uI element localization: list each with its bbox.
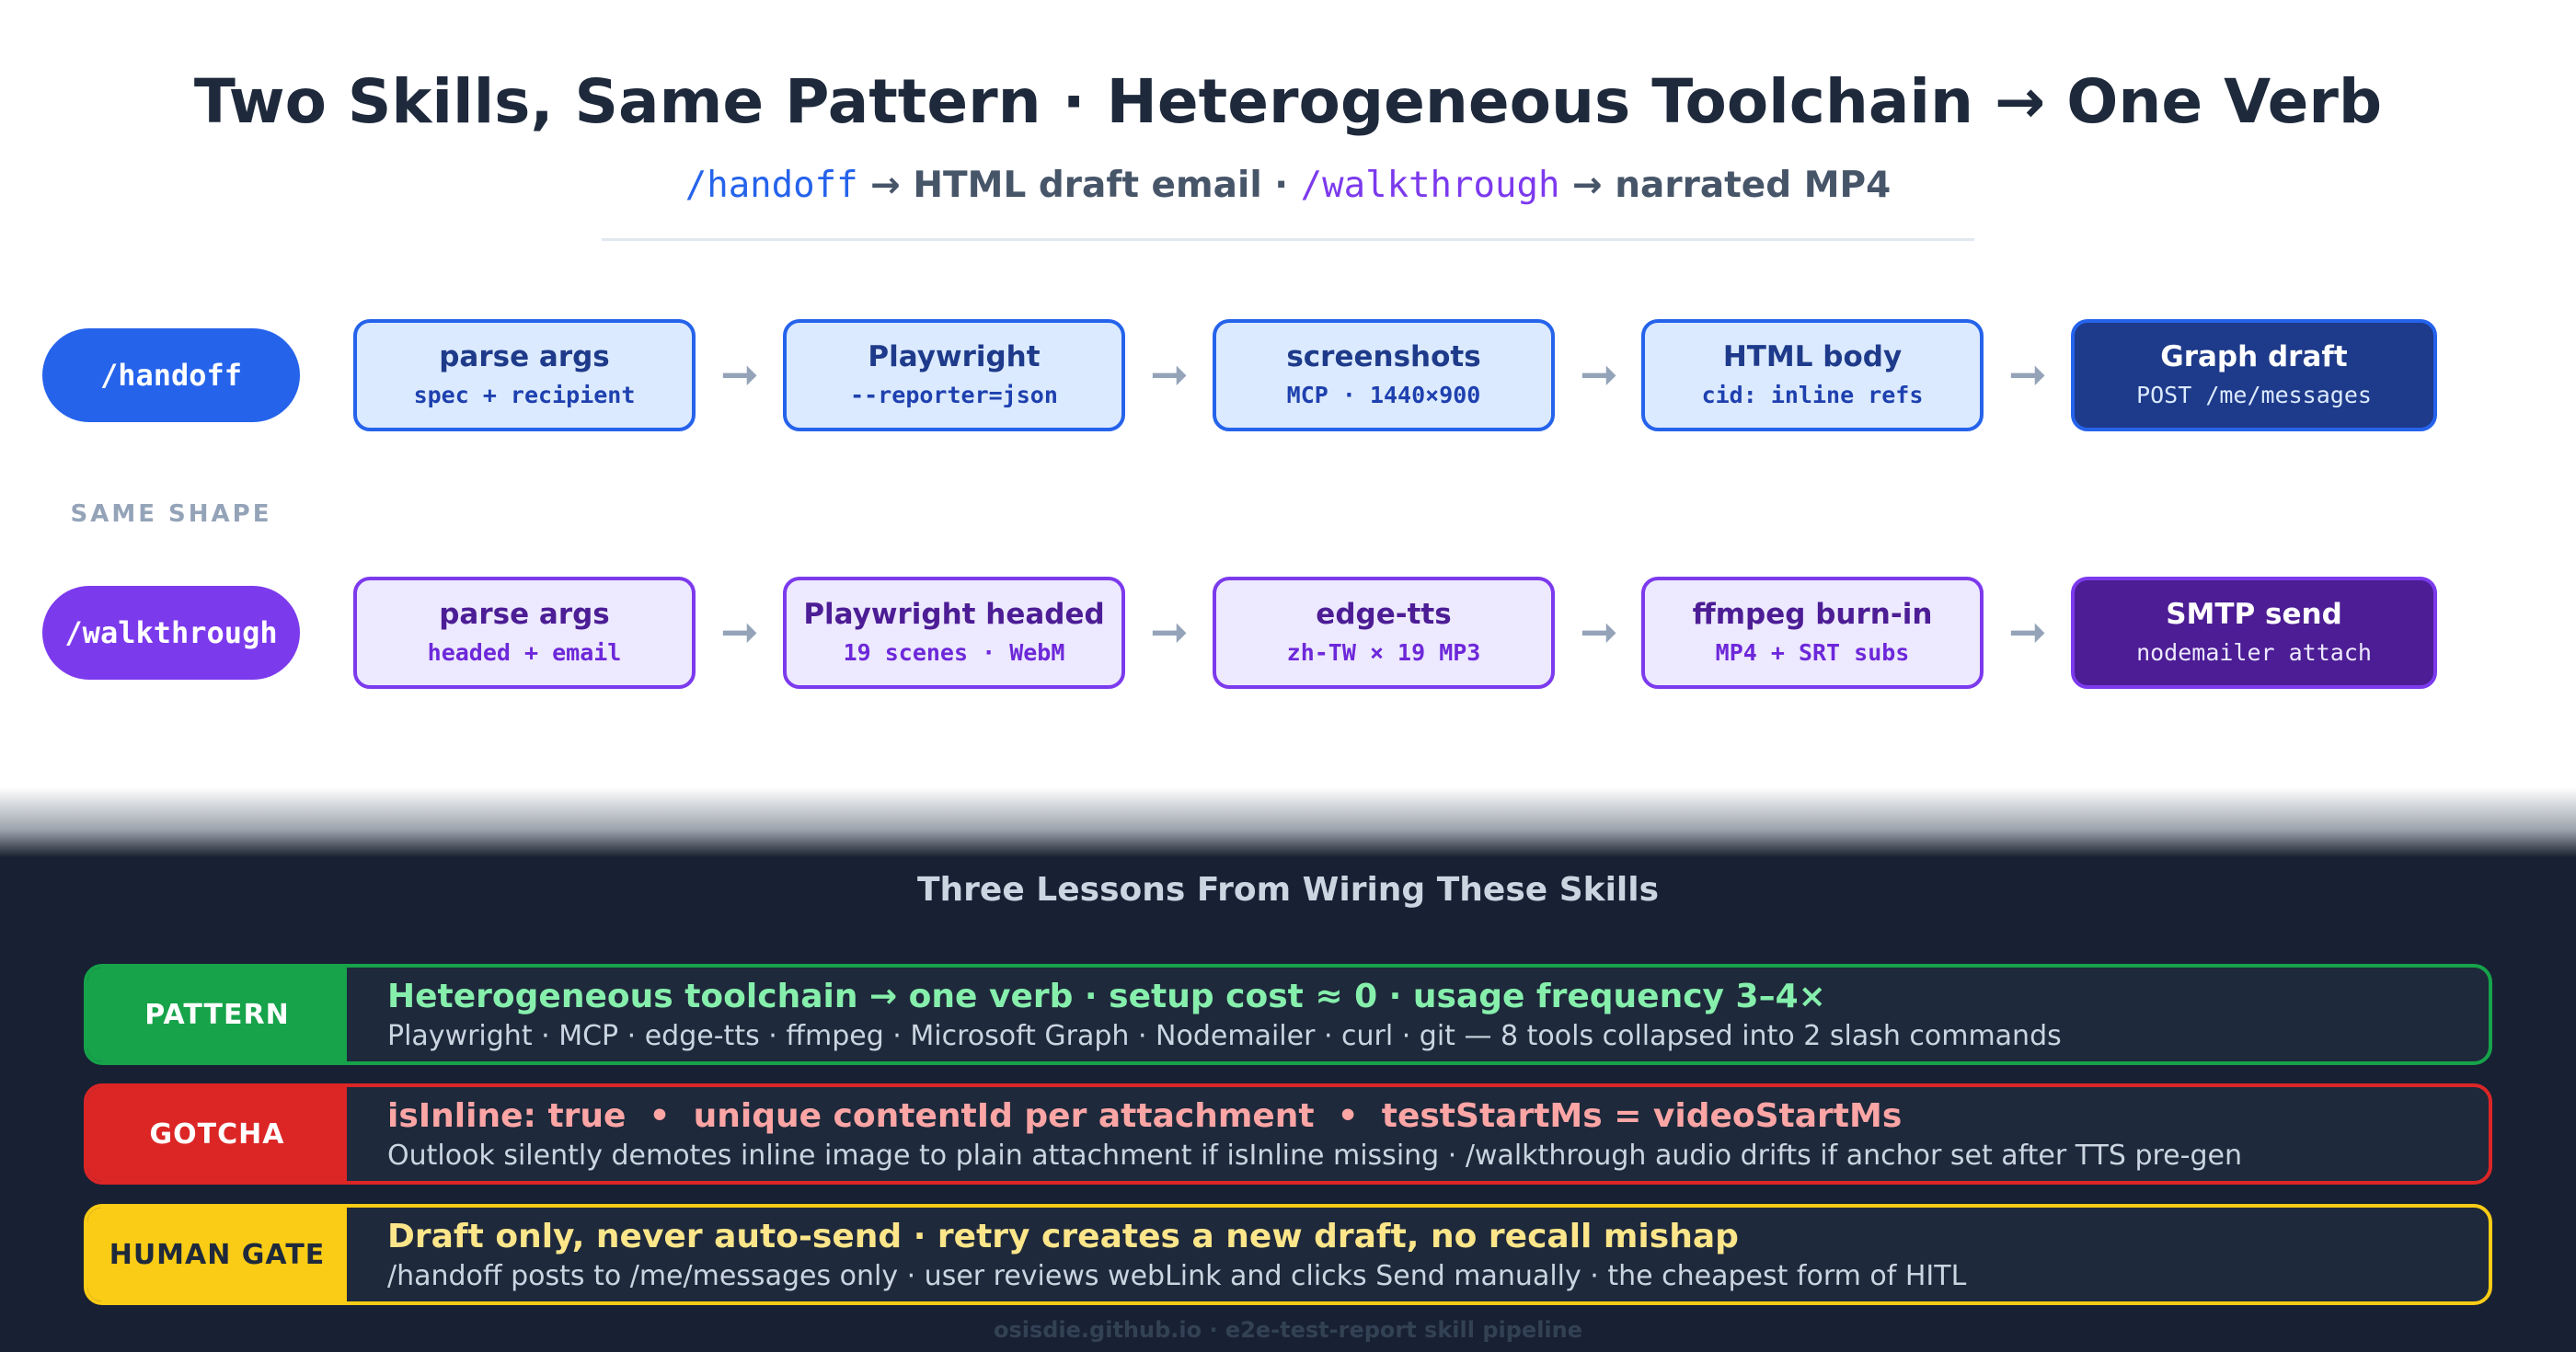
- lesson-headline: isInline: true • unique contentId per at…: [387, 1097, 1903, 1135]
- step-title: Graph draft: [2160, 340, 2348, 373]
- step-title: ffmpeg burn-in: [1692, 598, 1933, 631]
- walkthrough-step-ffmpeg: ffmpeg burn-in MP4 + SRT subs: [1641, 577, 1984, 689]
- walkthrough-command-pill: /walkthrough: [42, 586, 300, 680]
- walkthrough-step-smtp-send: SMTP send nodemailer attach: [2071, 577, 2437, 689]
- page-subtitle: /handoff → HTML draft email · /walkthrou…: [0, 158, 2576, 213]
- subtitle-command-handoff: /handoff: [684, 165, 858, 206]
- handoff-command-pill: /handoff: [42, 328, 300, 422]
- step-subtitle: MP4 + SRT subs: [1715, 639, 1910, 666]
- flow-arrow-icon: ➞: [1580, 605, 1618, 659]
- step-title: Playwright: [868, 340, 1041, 373]
- page-title: Two Skills, Same Pattern · Heterogeneous…: [193, 66, 2383, 137]
- lesson-tag: HUMAN GATE: [87, 1208, 347, 1301]
- step-title: screenshots: [1286, 340, 1481, 373]
- footer-credit: osisdie.github.io · e2e-test-report skil…: [993, 1317, 1583, 1343]
- lesson-tag: PATTERN: [87, 968, 347, 1061]
- flow-arrow-icon: ➞: [720, 605, 759, 659]
- flow-arrow-icon: ➞: [720, 348, 759, 401]
- flow-arrow-icon: ➞: [2008, 348, 2047, 401]
- handoff-step-parse-args: parse args spec + recipient: [353, 319, 696, 431]
- handoff-step-playwright: Playwright --reporter=json: [783, 319, 1125, 431]
- lesson-headline: Heterogeneous toolchain → one verb · set…: [387, 978, 1826, 1015]
- lesson-card-gotcha: GOTCHA isInline: true • unique contentId…: [84, 1083, 2492, 1185]
- walkthrough-step-playwright-headed: Playwright headed 19 scenes · WebM: [783, 577, 1125, 689]
- step-subtitle: nodemailer attach: [2136, 639, 2372, 666]
- subtitle-text-1: → HTML draft email ·: [857, 165, 1301, 206]
- lesson-headline: Draft only, never auto-send · retry crea…: [387, 1218, 1739, 1255]
- flow-arrow-icon: ➞: [1150, 605, 1189, 659]
- step-title: Playwright headed: [803, 598, 1105, 631]
- handoff-step-html-body: HTML body cid: inline refs: [1641, 319, 1984, 431]
- same-shape-label: SAME SHAPE: [70, 500, 272, 528]
- flow-arrow-icon: ➞: [2008, 605, 2047, 659]
- step-title: parse args: [439, 340, 610, 373]
- step-subtitle: cid: inline refs: [1701, 382, 1924, 408]
- walkthrough-step-edge-tts: edge-tts zh-TW × 19 MP3: [1213, 577, 1555, 689]
- lesson-detail: /handoff posts to /me/messages only · us…: [387, 1260, 1967, 1292]
- flow-arrow-icon: ➞: [1150, 348, 1189, 401]
- lesson-detail: Outlook silently demotes inline image to…: [387, 1140, 2242, 1172]
- step-subtitle: headed + email: [427, 639, 622, 666]
- step-subtitle: zh-TW × 19 MP3: [1286, 639, 1481, 666]
- handoff-step-graph-draft: Graph draft POST /me/messages: [2071, 319, 2437, 431]
- handoff-step-screenshots: screenshots MCP · 1440×900: [1213, 319, 1555, 431]
- step-title: edge-tts: [1316, 598, 1452, 631]
- step-title: SMTP send: [2166, 598, 2342, 631]
- step-title: parse args: [439, 598, 610, 631]
- flow-arrow-icon: ➞: [1580, 348, 1618, 401]
- step-subtitle: MCP · 1440×900: [1286, 382, 1481, 408]
- lesson-tag: GOTCHA: [87, 1087, 347, 1181]
- step-subtitle: --reporter=json: [850, 382, 1058, 408]
- step-subtitle: spec + recipient: [413, 382, 636, 408]
- lesson-detail: Playwright · MCP · edge-tts · ffmpeg · M…: [387, 1020, 2062, 1052]
- step-subtitle: POST /me/messages: [2136, 382, 2372, 408]
- subtitle-command-walkthrough: /walkthrough: [1300, 165, 1560, 206]
- lessons-title: Three Lessons From Wiring These Skills: [916, 871, 1660, 909]
- subtitle-text-2: → narrated MP4: [1559, 165, 1892, 206]
- step-subtitle: 19 scenes · WebM: [843, 639, 1065, 666]
- lesson-card-pattern: PATTERN Heterogeneous toolchain → one ve…: [84, 964, 2492, 1065]
- step-title: HTML body: [1722, 340, 1903, 373]
- section-fade: [0, 787, 2576, 859]
- walkthrough-step-parse-args: parse args headed + email: [353, 577, 696, 689]
- lesson-card-human-gate: HUMAN GATE Draft only, never auto-send ·…: [84, 1204, 2492, 1305]
- header-divider: [602, 238, 1974, 241]
